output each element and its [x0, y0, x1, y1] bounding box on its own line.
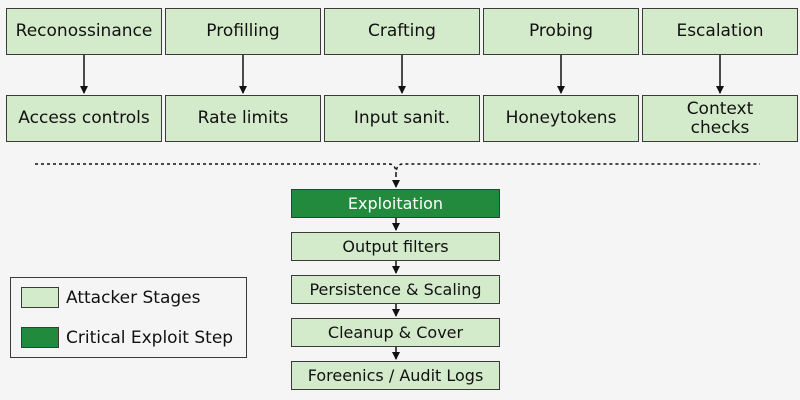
control-box-honeytokens: Honeytokens — [483, 95, 639, 142]
flow-box-output-filters: Output filters — [291, 232, 500, 261]
legend-label-critical: Critical Exploit Step — [66, 327, 234, 348]
legend-swatch-critical — [21, 327, 59, 348]
legend: Attacker Stages Critical Exploit Step — [10, 277, 247, 358]
stage-box-escalation: Escalation — [642, 8, 798, 55]
flow-box-persistence-scaling: Persistence & Scaling — [291, 275, 500, 304]
legend-item-critical: Critical Exploit Step — [21, 327, 233, 348]
control-box-context-checks: Context checks — [642, 95, 798, 142]
flow-box-exploitation: Exploitation — [291, 189, 500, 218]
dashed-merge-line — [35, 163, 760, 175]
flow-box-cleanup-cover: Cleanup & Cover — [291, 318, 500, 347]
legend-swatch-attacker — [21, 287, 59, 308]
legend-item-attacker: Attacker Stages — [21, 287, 201, 308]
stage-box-profiling: Profilling — [165, 8, 321, 55]
stage-box-crafting: Crafting — [324, 8, 480, 55]
flow-box-forensics-audit-logs: Foreenics / Audit Logs — [291, 361, 500, 390]
control-box-input-sanitization: Input sanit. — [324, 95, 480, 142]
stage-box-reconnaissance: Reconossinance — [6, 8, 162, 55]
legend-label-attacker: Attacker Stages — [66, 287, 201, 308]
control-box-access-controls: Access controls — [6, 95, 162, 142]
control-box-rate-limits: Rate limits — [165, 95, 321, 142]
stage-box-probing: Probing — [483, 8, 639, 55]
